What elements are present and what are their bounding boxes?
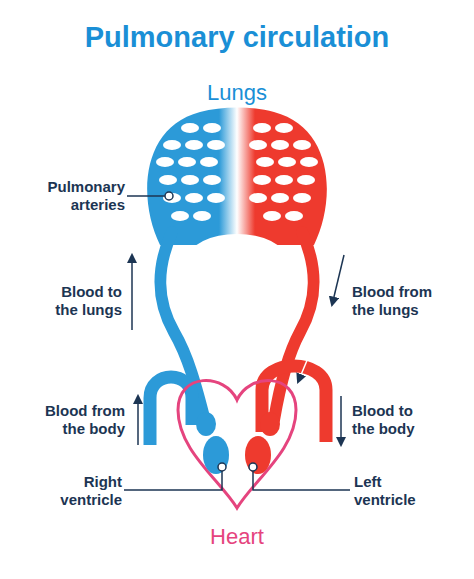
capillary-hole xyxy=(156,157,174,167)
capillary-holes xyxy=(156,123,318,221)
capillary-hole xyxy=(185,193,203,203)
callout-label: Left ventricle xyxy=(354,473,434,509)
capillary-hole xyxy=(159,175,177,185)
capillary-hole xyxy=(249,193,267,203)
organ-label: Lungs xyxy=(177,80,297,106)
flow-arrow xyxy=(137,396,139,445)
capillary-hole xyxy=(203,123,221,133)
capillary-hole xyxy=(285,211,303,221)
leader-dot xyxy=(218,463,226,471)
leader-line xyxy=(127,195,165,197)
capillary-hole xyxy=(207,193,225,203)
lung-network xyxy=(147,108,327,246)
callout-label: Right ventricle xyxy=(42,473,122,509)
left-ventricle xyxy=(245,436,271,474)
right-atrium xyxy=(196,412,216,436)
capillary-hole xyxy=(293,193,311,203)
heart-outline xyxy=(178,381,296,508)
leader-dot xyxy=(249,463,257,471)
diagram-title: Pulmonary circulation xyxy=(0,20,474,55)
lung-gap xyxy=(189,234,285,282)
capillary-hole xyxy=(207,140,225,150)
capillary-hole xyxy=(293,140,311,150)
organ-label: Heart xyxy=(177,524,297,550)
capillary-hole xyxy=(181,123,199,133)
capillary-hole xyxy=(271,140,289,150)
capillary-hole xyxy=(300,157,318,167)
capillary-hole xyxy=(171,211,189,221)
capillary-hole xyxy=(256,157,274,167)
septum xyxy=(236,415,239,490)
pulmonary-artery xyxy=(160,232,206,425)
capillary-hole xyxy=(203,175,221,185)
capillary-hole xyxy=(185,140,203,150)
capillary-hole xyxy=(253,123,271,133)
capillary-hole xyxy=(163,193,181,203)
leader-line xyxy=(253,471,350,490)
capillary-hole xyxy=(278,157,296,167)
capillary-hole xyxy=(249,140,267,150)
flow-label: Blood to the body xyxy=(352,402,436,438)
flow-arrow xyxy=(298,358,308,382)
callout-label: Pulmonary arteries xyxy=(30,178,125,214)
capillary-hole xyxy=(253,175,271,185)
capillary-hole xyxy=(275,123,293,133)
capillary-hole xyxy=(275,175,293,185)
left-atrium xyxy=(260,412,280,436)
capillary-hole xyxy=(271,193,289,203)
flow-label: Blood from the lungs xyxy=(352,283,452,319)
capillary-hole xyxy=(200,157,218,167)
flow-arrow xyxy=(340,396,342,445)
capillary-hole xyxy=(193,211,211,221)
flow-label: Blood to the lungs xyxy=(40,283,122,319)
flow-arrow xyxy=(131,255,133,330)
leader-line xyxy=(124,471,222,490)
leader-dot xyxy=(165,192,173,200)
flow-arrow xyxy=(332,255,344,305)
capillary-hole xyxy=(181,175,199,185)
right-ventricle xyxy=(203,436,229,474)
capillary-hole xyxy=(297,175,315,185)
pulmonary-vein xyxy=(274,232,314,420)
capillary-hole xyxy=(163,140,181,150)
flow-label: Blood from the body xyxy=(25,402,125,438)
capillary-hole xyxy=(178,157,196,167)
capillary-hole xyxy=(263,211,281,221)
